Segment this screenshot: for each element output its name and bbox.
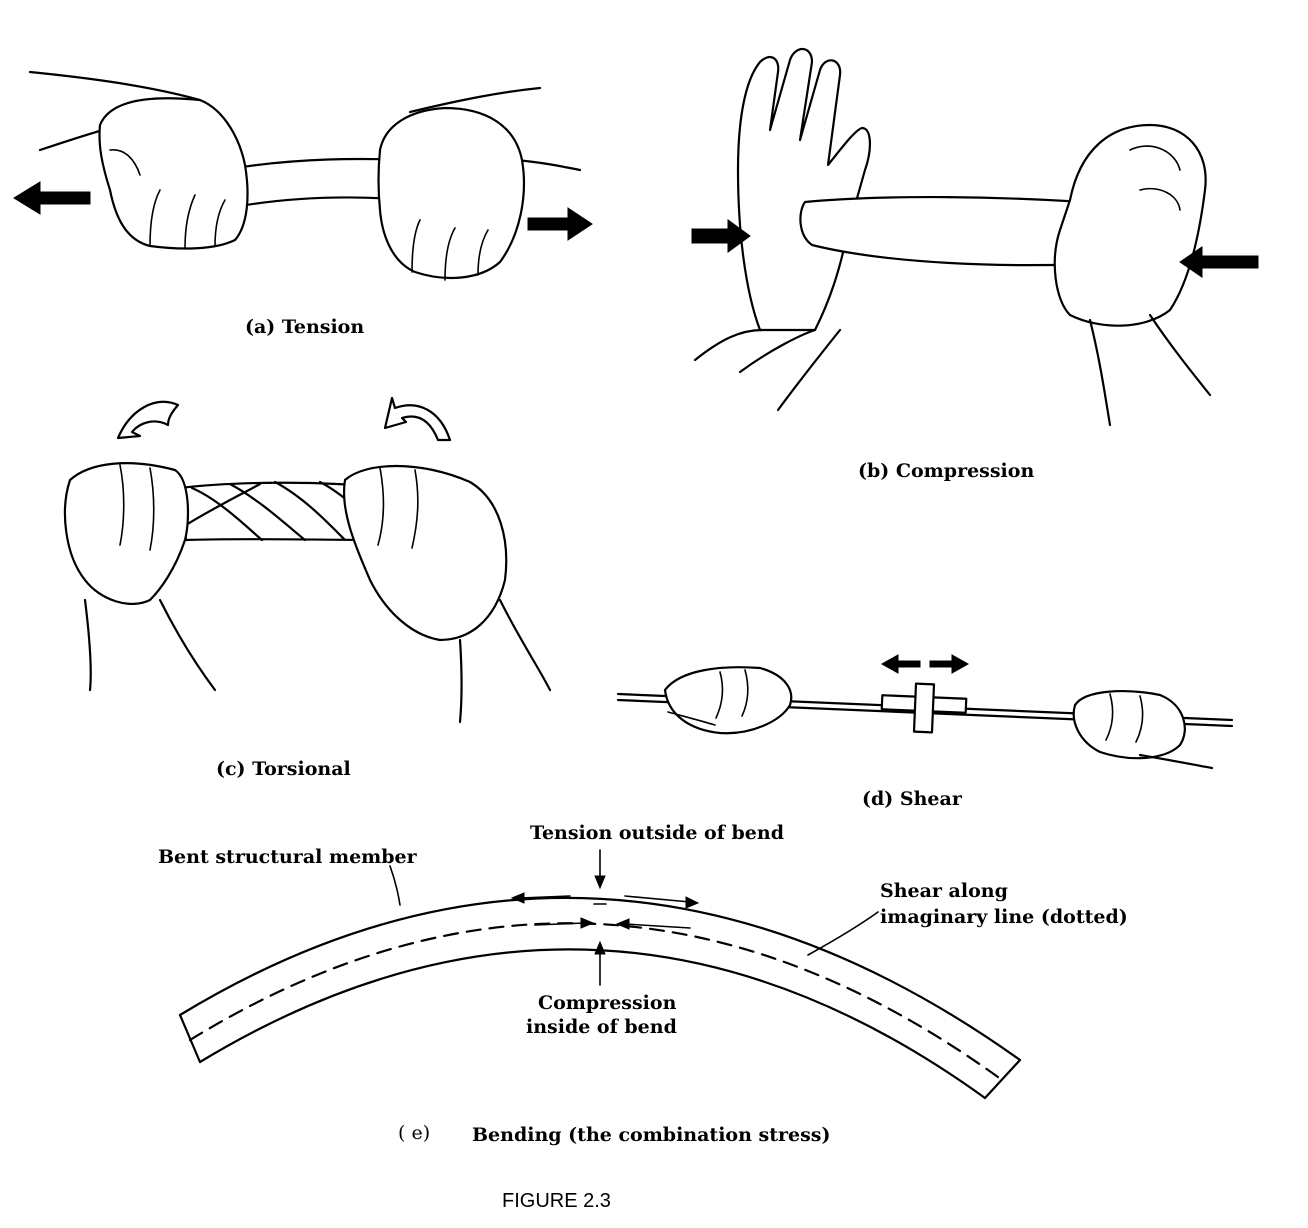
figure-title: FIGURE 2.3: [502, 1190, 611, 1212]
caption-shear: (d) Shear: [862, 788, 962, 810]
tension-illustration: [13, 70, 593, 281]
callout-shear-line-2: imaginary line (dotted): [880, 906, 1128, 928]
caption-torsional: (c) Torsional: [216, 758, 351, 780]
caption-compression: (b) Compression: [858, 460, 1035, 482]
callout-bent-member: Bent structural member: [158, 846, 417, 868]
callout-compression-2: inside of bend: [526, 1016, 677, 1038]
caption-bending: Bending (the combination stress): [472, 1124, 831, 1146]
bending-illustration: [178, 849, 1022, 1100]
caption-bending-letter: ( e): [398, 1122, 431, 1144]
callout-compression-1: Compression: [538, 992, 677, 1014]
callout-tension-outside: Tension outside of bend: [530, 822, 784, 844]
torsional-illustration: [63, 396, 552, 724]
callout-shear-line-1: Shear along: [880, 880, 1008, 902]
caption-tension: (a) Tension: [245, 316, 365, 338]
shear-illustration: [616, 654, 1234, 770]
compression-illustration: [691, 47, 1259, 427]
